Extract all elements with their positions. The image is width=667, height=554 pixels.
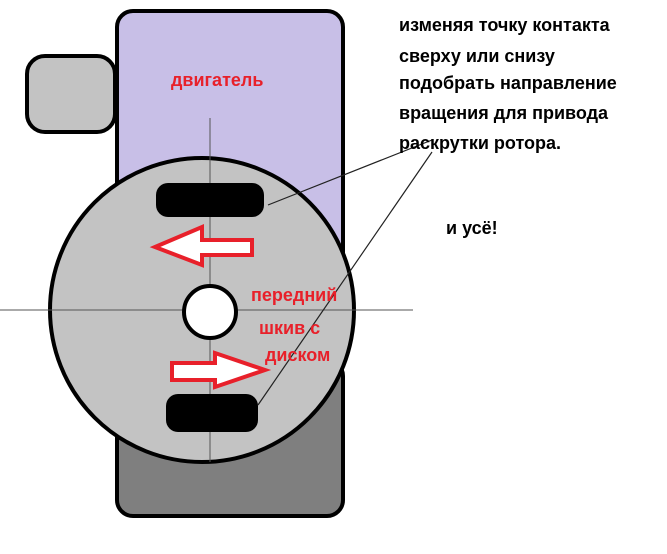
note-line-4: вращения для привода — [399, 103, 609, 123]
right-arrow-icon — [170, 350, 272, 390]
pulley-label-line-2: шкив с — [259, 318, 320, 338]
pulley-label-line-1: передний — [251, 285, 337, 305]
pointer-line-lower — [257, 151, 433, 406]
note-line-2: сверху или снизу — [399, 46, 555, 66]
pulley-label-line-3: диском — [265, 345, 330, 365]
end-remark: и усё! — [446, 218, 498, 238]
lower-contact-pad — [166, 394, 258, 432]
note-line-3: подобрать направление — [399, 73, 617, 93]
pointer-line-upper — [267, 139, 433, 206]
engine-label: двигатель — [171, 70, 263, 90]
upper-contact-pad — [156, 183, 264, 217]
note-line-1: изменяя точку контакта — [399, 15, 611, 35]
left-arrow-icon — [149, 223, 254, 268]
note-line-5: раскрутки ротора. — [399, 133, 561, 153]
center-hole — [182, 284, 238, 340]
side-block — [25, 54, 117, 134]
